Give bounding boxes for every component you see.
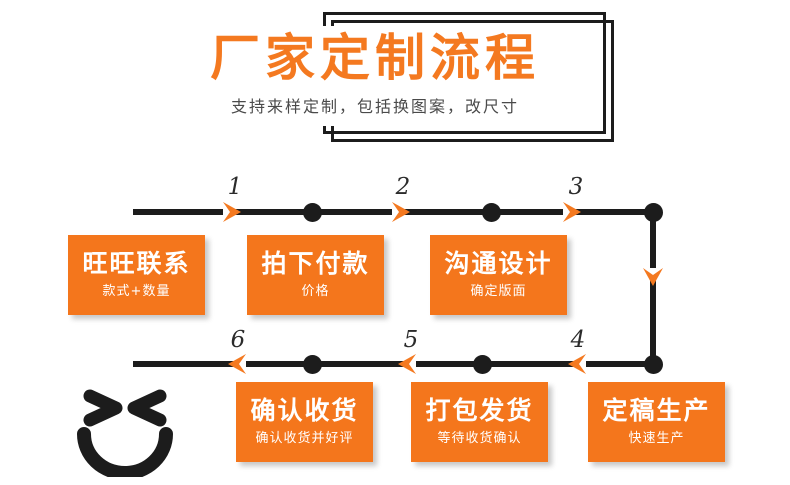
step-card-subtitle: 等待收货确认 <box>437 430 522 446</box>
flow-track-bottom <box>133 361 660 367</box>
header-section: 厂家定制流程 支持来样定制，包括换图案，改尺寸 <box>0 0 790 150</box>
flow-arrow-notch <box>563 202 570 222</box>
step-card-4[interactable]: 定稿生产 快速生产 <box>588 382 725 462</box>
step-card-subtitle: 快速生产 <box>628 430 685 446</box>
step-number-1: 1 <box>227 174 243 200</box>
step-number-5: 5 <box>403 327 419 353</box>
flow-node-dot <box>644 203 663 222</box>
flow-arrow-notch <box>223 202 230 222</box>
step-card-subtitle: 价格 <box>301 283 330 299</box>
step-card-1[interactable]: 旺旺联系 款式+数量 <box>68 235 205 315</box>
step-card-5[interactable]: 打包发货 等待收货确认 <box>411 382 548 462</box>
step-card-title: 沟通设计 <box>444 248 553 278</box>
step-number-3: 3 <box>568 174 584 200</box>
flow-arrow-notch <box>579 354 586 374</box>
step-number-2: 2 <box>395 174 411 200</box>
step-card-3[interactable]: 沟通设计 确定版面 <box>430 235 567 315</box>
flow-track-right <box>650 209 656 367</box>
step-card-subtitle: 确定版面 <box>470 283 527 299</box>
step-card-title: 打包发货 <box>425 395 534 425</box>
flow-node-dot <box>303 355 322 374</box>
flow-arrow-notch <box>392 202 399 222</box>
step-number-4: 4 <box>570 327 586 353</box>
step-card-subtitle: 款式+数量 <box>102 283 171 299</box>
step-card-title: 定稿生产 <box>602 395 711 425</box>
step-card-title: 确认收货 <box>250 395 359 425</box>
flow-arrow-notch <box>409 354 416 374</box>
step-card-6[interactable]: 确认收货 确认收货并好评 <box>236 382 373 462</box>
flow-node-dot <box>473 355 492 374</box>
flow-node-dot <box>644 355 663 374</box>
flow-arrow-notch <box>239 354 246 374</box>
title-backdrop-inner <box>326 30 548 122</box>
page-title: 厂家定制流程 <box>210 28 540 87</box>
step-card-title: 拍下付款 <box>261 248 370 278</box>
step-card-title: 旺旺联系 <box>82 248 191 278</box>
step-card-2[interactable]: 拍下付款 价格 <box>247 235 384 315</box>
flow-node-dot <box>303 203 322 222</box>
step-card-subtitle: 确认收货并好评 <box>255 430 354 446</box>
smiley-face-icon <box>74 382 194 480</box>
step-number-6: 6 <box>230 327 246 353</box>
process-flow-diagram: 1 2 3 4 5 6 旺旺联系 款式+数量 拍下付款 价格 沟通设计 确定版面… <box>0 150 790 485</box>
page-subtitle: 支持来样定制，包括换图案，改尺寸 <box>230 97 519 116</box>
flow-arrow-notch <box>643 268 663 275</box>
flow-node-dot <box>482 203 501 222</box>
